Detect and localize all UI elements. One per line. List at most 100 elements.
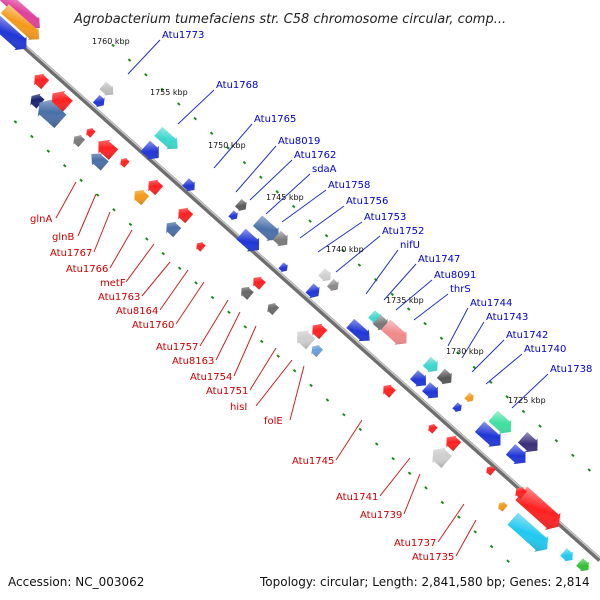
reverse-gene-feature[interactable] — [484, 463, 497, 476]
reverse-gene-feature[interactable] — [249, 273, 267, 291]
gene-label-forward[interactable]: Atu8091 — [434, 270, 476, 281]
forward-gene-feature[interactable] — [181, 177, 199, 195]
gene-label-reverse[interactable]: hisI — [230, 402, 247, 413]
gene-label-forward[interactable]: Atu1753 — [364, 212, 406, 223]
forward-gene-feature[interactable] — [0, 13, 32, 56]
reverse-gene-feature[interactable] — [70, 132, 86, 148]
reverse-gene-feature[interactable] — [30, 70, 51, 91]
forward-gene-feature[interactable] — [487, 409, 517, 439]
forward-gene-feature[interactable] — [0, 3, 44, 45]
gene-label-forward[interactable]: Atu1752 — [382, 226, 424, 237]
forward-gene-feature[interactable] — [272, 230, 293, 251]
forward-gene-feature[interactable] — [326, 278, 342, 294]
gene-label-reverse[interactable]: Atu1754 — [190, 372, 232, 383]
forward-gene-feature[interactable] — [372, 314, 393, 335]
forward-gene-feature[interactable] — [575, 557, 593, 575]
reverse-gene-feature[interactable] — [237, 283, 255, 301]
gene-label-reverse[interactable]: glnB — [52, 232, 74, 243]
gene-label-forward[interactable]: Atu1744 — [470, 298, 512, 309]
forward-gene-feature[interactable] — [153, 126, 183, 155]
forward-gene-feature[interactable] — [514, 485, 567, 536]
reverse-gene-feature[interactable] — [92, 135, 119, 162]
gene-label-reverse[interactable]: Atu8164 — [116, 306, 158, 317]
forward-gene-feature[interactable] — [421, 381, 443, 403]
gene-label-reverse[interactable]: Atu1763 — [98, 292, 140, 303]
reverse-gene-feature[interactable] — [26, 90, 45, 110]
gene-label-forward[interactable]: Atu1768 — [216, 80, 258, 91]
forward-gene-feature[interactable] — [379, 318, 412, 350]
reverse-gene-feature[interactable] — [426, 442, 453, 470]
forward-gene-feature[interactable] — [436, 368, 457, 389]
forward-gene-feature[interactable] — [422, 356, 443, 377]
forward-gene-feature[interactable] — [506, 511, 554, 557]
tick-mark — [489, 544, 494, 549]
gene-label-forward[interactable]: Atu1738 — [550, 364, 592, 375]
reverse-gene-feature[interactable] — [379, 381, 397, 399]
reverse-gene-feature[interactable] — [426, 421, 439, 434]
gene-label-forward[interactable]: Atu1756 — [346, 196, 388, 207]
gene-label-reverse[interactable]: Atu1757 — [156, 342, 198, 353]
forward-gene-feature[interactable] — [317, 267, 335, 285]
forward-gene-feature[interactable] — [464, 391, 477, 404]
gene-label-reverse[interactable]: Atu1751 — [206, 386, 248, 397]
forward-gene-feature[interactable] — [92, 94, 108, 110]
gene-label-reverse[interactable]: Atu1766 — [66, 264, 108, 275]
forward-gene-feature[interactable] — [251, 214, 284, 246]
reverse-gene-feature[interactable] — [308, 320, 329, 341]
gene-label-forward[interactable]: Atu1742 — [506, 330, 548, 341]
forward-gene-feature[interactable] — [139, 139, 165, 165]
gene-label-reverse[interactable]: metF — [100, 278, 126, 289]
forward-gene-feature[interactable] — [235, 227, 265, 257]
gene-label-forward[interactable]: Atu1747 — [418, 254, 460, 265]
gene-label-reverse[interactable]: folE — [264, 416, 283, 427]
reverse-gene-feature[interactable] — [162, 218, 183, 239]
reverse-gene-feature[interactable] — [84, 125, 97, 138]
gene-label-forward[interactable]: Atu1765 — [254, 114, 296, 125]
gene-label-reverse[interactable]: Atu1745 — [292, 456, 334, 467]
reverse-gene-feature[interactable] — [442, 432, 463, 453]
forward-gene-feature[interactable] — [452, 401, 465, 414]
forward-gene-feature[interactable] — [516, 431, 543, 458]
gene-label-forward[interactable]: Atu1773 — [162, 30, 204, 41]
gene-label-reverse[interactable]: glnA — [30, 214, 52, 225]
reverse-gene-feature[interactable] — [174, 204, 195, 225]
forward-gene-feature[interactable] — [559, 547, 577, 565]
reverse-gene-feature[interactable] — [118, 155, 131, 168]
gene-label-reverse[interactable]: Atu1741 — [336, 492, 378, 503]
gene-label-reverse[interactable]: Atu8163 — [172, 356, 214, 367]
gene-label-reverse[interactable]: Atu1767 — [50, 248, 92, 259]
gene-label-reverse[interactable]: Atu1760 — [132, 320, 174, 331]
forward-gene-feature[interactable] — [278, 261, 291, 274]
reverse-gene-feature[interactable] — [264, 300, 280, 316]
reverse-gene-feature[interactable] — [130, 186, 151, 207]
leader-line — [383, 263, 417, 301]
gene-label-forward[interactable]: Atu8019 — [278, 136, 320, 147]
forward-gene-feature[interactable] — [234, 198, 250, 214]
gene-label-reverse[interactable]: Atu1735 — [412, 552, 454, 563]
forward-gene-feature[interactable] — [98, 80, 117, 99]
reverse-gene-feature[interactable] — [512, 484, 528, 500]
gene-label-forward[interactable]: nifU — [400, 240, 420, 251]
gene-label-forward[interactable]: Atu1762 — [294, 150, 336, 161]
forward-gene-feature[interactable] — [345, 318, 375, 347]
gene-label-forward[interactable]: thrS — [450, 284, 471, 295]
gene-label-forward[interactable]: sdaA — [312, 164, 337, 175]
gene-label-reverse[interactable]: Atu1739 — [360, 510, 402, 521]
reverse-gene-feature[interactable] — [144, 176, 165, 197]
gene-label-reverse[interactable]: Atu1737 — [394, 538, 436, 549]
reverse-gene-feature[interactable] — [32, 94, 68, 130]
forward-gene-feature[interactable] — [0, 0, 45, 34]
forward-gene-feature[interactable] — [409, 369, 431, 391]
reverse-gene-feature[interactable] — [291, 325, 317, 351]
gene-label-forward[interactable]: Atu1740 — [524, 344, 566, 355]
forward-gene-feature[interactable] — [504, 443, 531, 470]
gene-label-forward[interactable]: Atu1758 — [328, 180, 370, 191]
reverse-gene-feature[interactable] — [86, 148, 110, 172]
reverse-gene-feature[interactable] — [308, 342, 324, 358]
forward-gene-feature[interactable] — [473, 420, 506, 452]
gene-label-forward[interactable]: Atu1743 — [486, 312, 528, 323]
reverse-gene-feature[interactable] — [496, 499, 509, 512]
forward-gene-feature[interactable] — [304, 282, 323, 302]
forward-gene-feature[interactable] — [228, 209, 241, 222]
reverse-gene-feature[interactable] — [194, 239, 207, 252]
